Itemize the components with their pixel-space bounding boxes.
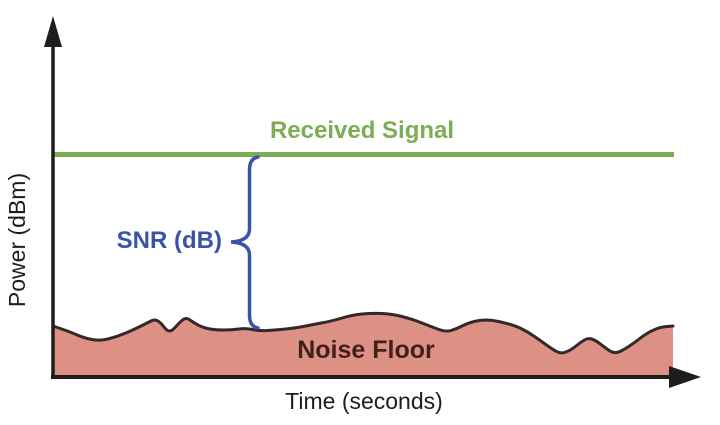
y-axis-arrowhead-icon (44, 16, 62, 47)
noise-floor-wave-line (51, 311, 675, 355)
snr-brace (230, 155, 260, 330)
y-axis-label: Power (dBm) (4, 173, 30, 307)
x-axis-arrowhead-icon (669, 366, 701, 388)
snr-label: SNR (dB) (117, 227, 222, 254)
received-signal-label: Received Signal (270, 117, 454, 144)
noise-floor-label: Noise Floor (297, 336, 435, 364)
x-axis-label: Time (seconds) (285, 388, 443, 414)
